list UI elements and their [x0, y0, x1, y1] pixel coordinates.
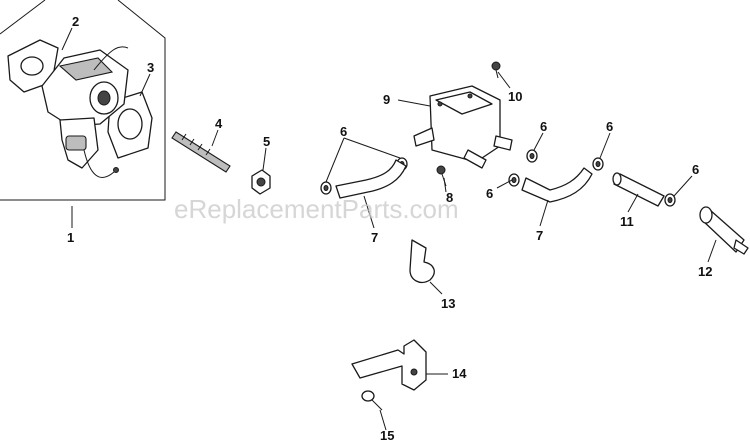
screw-part-15[interactable] [361, 390, 383, 411]
stud-part-4[interactable] [171, 131, 231, 173]
clamp-part-6-d[interactable] [508, 173, 520, 187]
callout-2: 2 [72, 14, 79, 29]
screw-part-10[interactable] [491, 61, 501, 79]
fuel-filter-part-12[interactable] [699, 206, 749, 255]
callout-3: 3 [147, 60, 154, 75]
leader-lines [61, 27, 717, 431]
callout-7-b: 7 [536, 228, 543, 243]
fuel-line-part-7-a[interactable] [335, 159, 407, 199]
carburetor-assembly[interactable] [0, 0, 166, 201]
callout-1: 1 [67, 230, 74, 245]
callout-6-d: 6 [606, 119, 613, 134]
watermark-text: eReplacementParts.com [174, 194, 459, 224]
callout-8: 8 [446, 190, 453, 205]
callout-5: 5 [263, 134, 270, 149]
callout-6-e: 6 [692, 162, 699, 177]
callout-12: 12 [698, 264, 712, 279]
callout-14: 14 [452, 366, 467, 381]
fuel-line-part-11[interactable] [612, 172, 665, 207]
nut-part-5[interactable] [251, 169, 271, 195]
fuel-pump-part-9[interactable] [413, 85, 513, 169]
callout-4: 4 [215, 116, 223, 131]
bracket-part-14[interactable] [351, 339, 427, 391]
callout-13: 13 [441, 296, 455, 311]
callout-6-b: 6 [540, 119, 547, 134]
clip-part-13[interactable] [409, 239, 435, 284]
clamp-part-6-f[interactable] [664, 193, 676, 207]
callout-15: 15 [380, 428, 394, 443]
callout-11: 11 [620, 214, 634, 229]
callout-labels: 1 2 3 4 5 6 6 6 6 6 7 7 8 9 10 11 12 13 … [67, 14, 712, 443]
callout-10: 10 [508, 89, 522, 104]
clamp-part-6-e[interactable] [592, 157, 604, 171]
callout-9: 9 [383, 92, 390, 107]
callout-6-c: 6 [486, 186, 493, 201]
clamp-part-6-a[interactable] [320, 181, 332, 195]
fuel-line-part-7-b[interactable] [521, 167, 593, 203]
screw-part-8[interactable] [436, 165, 447, 187]
callout-7-a: 7 [371, 230, 378, 245]
clamp-part-6-c[interactable] [526, 149, 538, 163]
callout-6-a: 6 [340, 124, 347, 139]
